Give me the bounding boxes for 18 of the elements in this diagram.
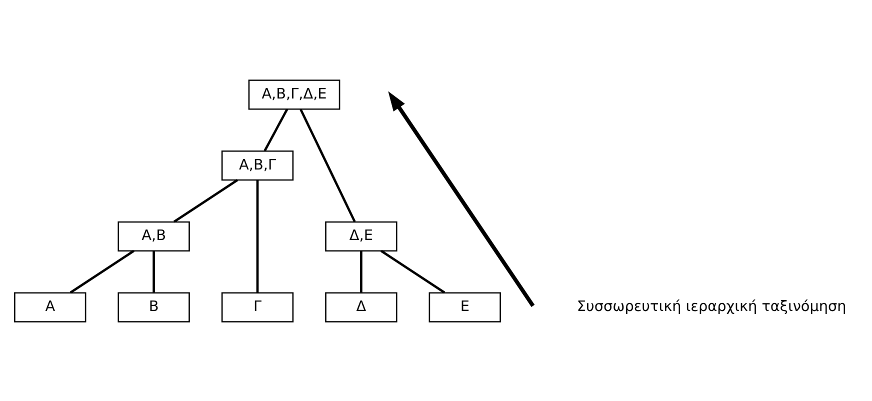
node-box: Δ,Ε [325,220,398,252]
node-box: Β [118,292,190,322]
node-box: Α [14,292,86,322]
connector [256,180,259,292]
node-box: Δ [325,292,398,322]
connector [264,108,288,151]
connector [380,249,446,294]
node-box: Α,Β [118,220,190,252]
connector [300,108,356,222]
connector [152,250,155,292]
connector [70,249,134,294]
connector [173,178,238,222]
node-box: Α,Β,Γ [221,150,294,180]
label: Συσσωρευτική ιεραρχική ταξινόμηση [576,298,846,314]
connector [360,250,362,292]
node-box: Α,Β,Γ,Δ,Ε [248,79,340,110]
node-box: Γ [221,292,294,322]
node-box: Ε [428,292,501,322]
